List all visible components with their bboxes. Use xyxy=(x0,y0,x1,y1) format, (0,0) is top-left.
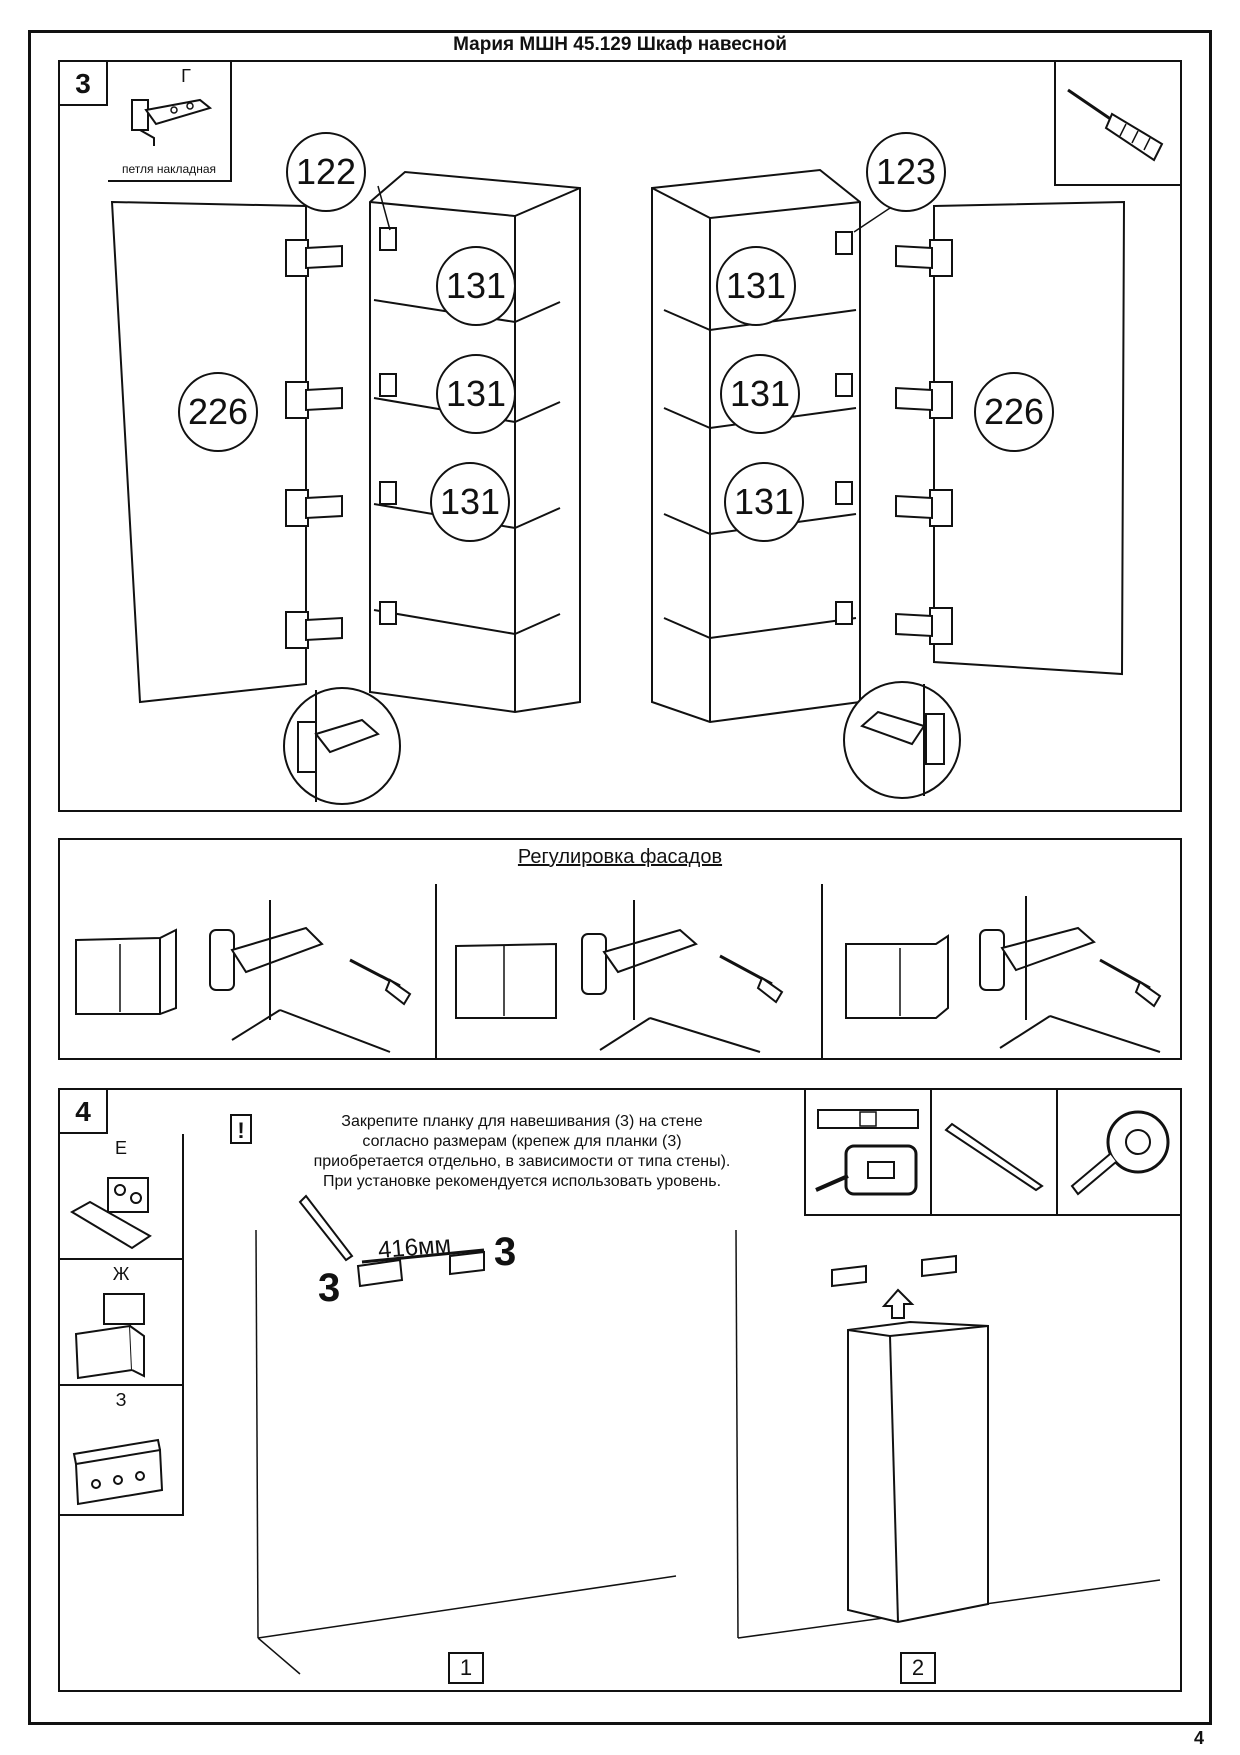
callout-door-left: 226 xyxy=(178,372,258,452)
note-line-3: приобретается отдельно, в зависимости от… xyxy=(313,1153,731,1170)
left-cabinet-fittings xyxy=(379,227,397,625)
scene2-brackets xyxy=(831,1254,957,1319)
document-title: Мария МШН 45.129 Шкаф навесной xyxy=(453,34,787,55)
callout-shelf-right-3: 131 xyxy=(724,462,804,542)
left-door xyxy=(110,200,307,704)
left-door-hinges xyxy=(285,239,343,649)
distance-arrow xyxy=(361,1248,485,1264)
parts-column: Е Ж З xyxy=(60,1134,184,1516)
page-number: 4 xyxy=(1193,1728,1204,1748)
warning-icon: ! xyxy=(230,1114,252,1144)
part-caption: петля накладная xyxy=(121,162,216,176)
callout-123: 123 xyxy=(866,132,946,212)
bracket-zh-icon xyxy=(74,1293,145,1380)
right-door-hinges xyxy=(895,239,953,645)
tool-box xyxy=(1054,62,1180,186)
wall-scene-1 xyxy=(255,1229,677,1675)
part-box-hinge: Г петля накладная xyxy=(108,62,232,182)
sub-step-2: 2 xyxy=(900,1652,936,1684)
level-icon xyxy=(815,1109,919,1196)
callout-shelf-right-1: 131 xyxy=(716,246,796,326)
bracket-label-right: 3 xyxy=(494,1230,517,1274)
right-cabinet-fittings xyxy=(835,231,853,625)
bracket-left-mark xyxy=(356,1258,404,1288)
bracket-e-icon xyxy=(70,1177,152,1250)
sub-step-1: 1 xyxy=(448,1652,484,1684)
left-cabinet xyxy=(369,170,581,714)
screwdriver-icon xyxy=(1067,88,1164,162)
right-hinge-detail xyxy=(843,681,961,799)
tools-divider-2 xyxy=(1056,1090,1058,1214)
note-line-4: При установке рекомендуется использовать… xyxy=(322,1173,722,1190)
step4-illustration xyxy=(255,1194,1161,1675)
part-box-zh: Ж xyxy=(60,1260,182,1386)
step4-tools xyxy=(804,1090,1180,1216)
part-letter-e: Е xyxy=(114,1138,127,1158)
part-letter: Г xyxy=(181,66,191,86)
adjustment-illustrations xyxy=(75,884,1162,1058)
adjustment-title: Регулировка фасадов xyxy=(517,846,723,868)
bracket-right-mark xyxy=(449,1250,485,1276)
step4-number: 4 xyxy=(60,1090,108,1134)
step3-panel: 3 Г петля накладная xyxy=(58,60,1182,812)
mounting-note: Закрепите планку для навешивания (3) на … xyxy=(242,1112,802,1192)
callout-door-right: 226 xyxy=(974,372,1054,452)
callout-shelf-left-2: 131 xyxy=(436,354,516,434)
pencil-marker xyxy=(298,1194,354,1262)
callout-122: 122 xyxy=(286,132,366,212)
step3-number: 3 xyxy=(60,62,108,106)
note-line-1: Закрепите планку для навешивания (3) на … xyxy=(341,1113,703,1130)
tools-divider-1 xyxy=(930,1090,932,1214)
part-box-z: З xyxy=(60,1386,182,1514)
page-frame xyxy=(28,30,1212,1725)
part-letter-zh: Ж xyxy=(112,1264,130,1284)
left-hinge-detail xyxy=(283,687,401,805)
hinge-part-icon xyxy=(131,98,213,146)
pencil-icon xyxy=(944,1122,1044,1192)
bracket-label-left: 3 xyxy=(318,1266,341,1310)
part-box-e: Е xyxy=(60,1134,182,1260)
callout-shelf-right-2: 131 xyxy=(720,354,800,434)
adjustment-panel: Регулировка фасадов xyxy=(58,838,1182,1060)
callout-shelf-left-1: 131 xyxy=(436,246,516,326)
part-letter-z: З xyxy=(115,1390,127,1410)
callout-shelf-left-3: 131 xyxy=(430,462,510,542)
step4-panel: 4 Е Ж З xyxy=(58,1088,1182,1692)
tape-measure-icon xyxy=(1070,1110,1170,1196)
cabinet-lifting xyxy=(847,1320,989,1624)
note-line-2: согласно размерам (крепеж для планки (3) xyxy=(362,1133,682,1150)
mounting-rail-icon xyxy=(72,1438,164,1506)
